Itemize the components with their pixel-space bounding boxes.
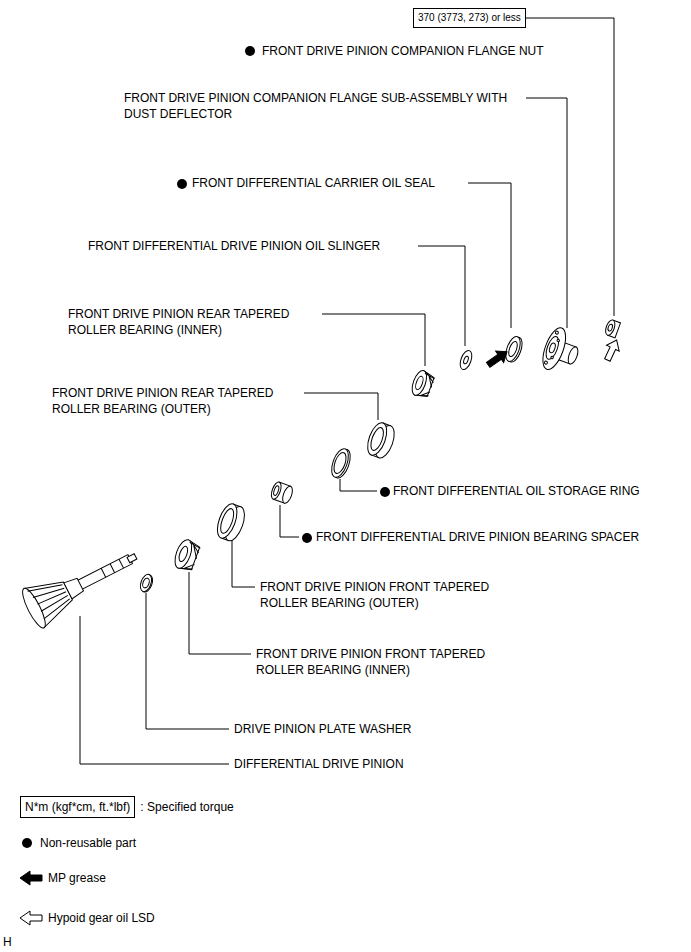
- legend-text: Non-reusable part: [40, 835, 136, 851]
- part-name: FRONT DIFFERENTIAL CARRIER OIL SEAL: [192, 175, 435, 191]
- part-name: FRONT DRIVE PINION REAR TAPERED ROLLER B…: [52, 385, 316, 417]
- legend-text: : Specified torque: [140, 799, 233, 815]
- part-name: FRONT DRIVE PINION FRONT TAPERED ROLLER …: [260, 579, 530, 611]
- part-name: DIFFERENTIAL DRIVE PINION: [234, 756, 404, 772]
- legend-symbols: [20, 871, 42, 925]
- part-name: FRONT DRIVE PINION COMPANION FLANGE NUT: [262, 43, 544, 59]
- part-name: DRIVE PINION PLATE WASHER: [234, 721, 411, 737]
- torque-text: N*m (kgf*cm, ft.*lbf): [25, 800, 130, 814]
- legend-text: Hypoid gear oil LSD: [48, 910, 155, 926]
- torque-box: 370 (3773, 273) or less: [413, 8, 526, 28]
- part-name: FRONT DIFFERENTIAL DRIVE PINION BEARING …: [316, 529, 639, 545]
- part-name: FRONT DRIVE PINION COMPANION FLANGE SUB-…: [124, 90, 534, 122]
- torque-text: 370 (3773, 273) or less: [418, 12, 521, 23]
- part-name: FRONT DRIVE PINION REAR TAPERED ROLLER B…: [68, 306, 332, 338]
- part-name: FRONT DIFFERENTIAL OIL STORAGE RING: [393, 483, 640, 499]
- part-name: FRONT DIFFERENTIAL DRIVE PINION OIL SLIN…: [88, 238, 380, 254]
- legend-text: MP grease: [48, 870, 106, 886]
- figure-code: H: [3, 934, 12, 950]
- parts: [19, 319, 623, 631]
- part-name: FRONT DRIVE PINION FRONT TAPERED ROLLER …: [256, 646, 526, 678]
- torque-legend-box: N*m (kgf*cm, ft.*lbf): [20, 796, 135, 818]
